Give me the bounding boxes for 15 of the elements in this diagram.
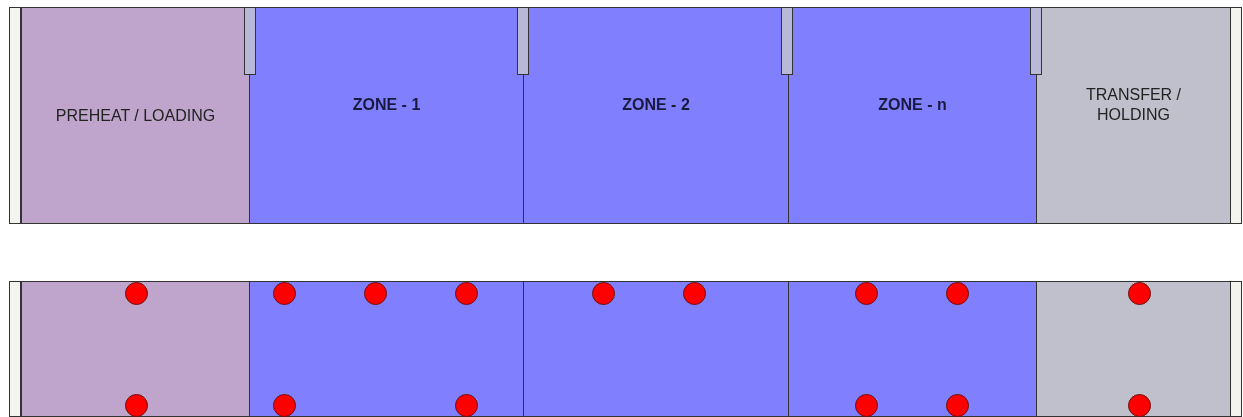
zone-label: TRANSFER / HOLDING bbox=[1084, 84, 1183, 125]
zone-box bbox=[21, 281, 250, 417]
zone-label: PREHEAT / LOADING bbox=[54, 105, 217, 126]
zone-box bbox=[249, 281, 524, 417]
zone-box bbox=[21, 7, 250, 224]
zone-label: ZONE - 1 bbox=[351, 94, 422, 115]
zone-box bbox=[523, 7, 789, 224]
zone-box bbox=[1036, 281, 1231, 417]
zone-label: ZONE - 2 bbox=[621, 94, 691, 115]
zone-box bbox=[788, 281, 1037, 417]
zone-box bbox=[1036, 7, 1231, 224]
zone-label: ZONE - n bbox=[877, 94, 948, 115]
zone-box bbox=[523, 281, 789, 417]
zone-box bbox=[249, 7, 524, 224]
zone-box bbox=[788, 7, 1037, 224]
